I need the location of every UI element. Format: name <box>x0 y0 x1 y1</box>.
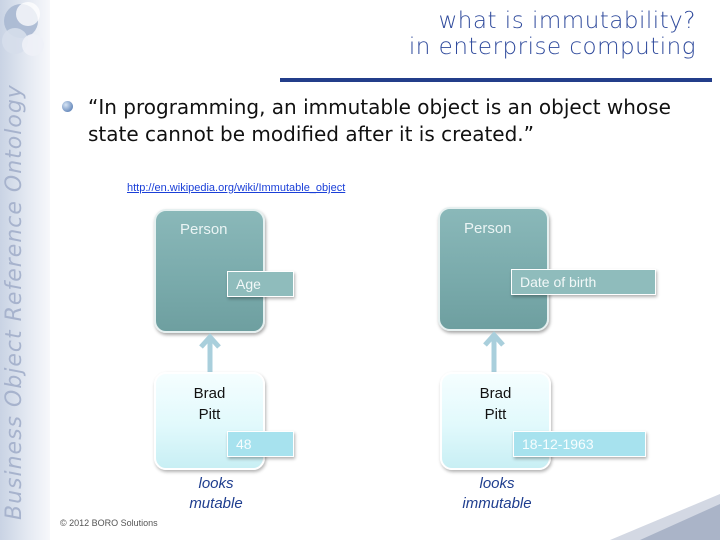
bullet-icon <box>62 101 73 112</box>
value-48: 48 <box>227 431 294 457</box>
up-arrow-icon <box>483 331 505 375</box>
caption-line-2: immutable <box>462 495 532 512</box>
caption-immutable: looks immutable <box>447 474 547 514</box>
sidebar-band: Business Object Reference Ontology <box>0 0 50 540</box>
caption-line-1: looks <box>479 475 515 492</box>
copyright-footer: © 2012 BORO Solutions <box>60 518 158 528</box>
sidebar-vertical-text: Business Object Reference Ontology <box>2 84 27 520</box>
instance-label: Brad Pitt <box>156 383 263 425</box>
definition-quote: “In programming, an immutable object is … <box>88 95 671 146</box>
instance-name-line-1: Brad <box>479 385 512 402</box>
slide-title: what is immutability? in enterprise comp… <box>409 8 696 60</box>
value-date: 18-12-1963 <box>513 431 646 457</box>
class-label: Person <box>180 221 228 238</box>
title-line-2: in enterprise computing <box>408 34 696 60</box>
instance-name-line-1: Brad <box>193 385 226 402</box>
instance-label: Brad Pitt <box>442 383 549 425</box>
caption-line-1: looks <box>198 475 234 492</box>
instance-name-line-2: Pitt <box>198 406 221 423</box>
title-line-1: what is immutability? <box>438 8 696 34</box>
caption-line-2: mutable <box>189 495 243 512</box>
title-underline <box>280 78 712 82</box>
caption-mutable: looks mutable <box>166 474 266 514</box>
attribute-age: Age <box>227 271 294 297</box>
logo-circle-icon <box>22 34 44 56</box>
instance-name-line-2: Pitt <box>484 406 507 423</box>
wikipedia-link[interactable]: http://en.wikipedia.org/wiki/Immutable_o… <box>127 182 346 194</box>
corner-decoration <box>610 494 720 540</box>
attribute-date-of-birth: Date of birth <box>511 269 656 295</box>
logo-circle-icon <box>16 2 40 26</box>
up-arrow-icon <box>199 333 221 377</box>
class-label: Person <box>464 220 512 237</box>
